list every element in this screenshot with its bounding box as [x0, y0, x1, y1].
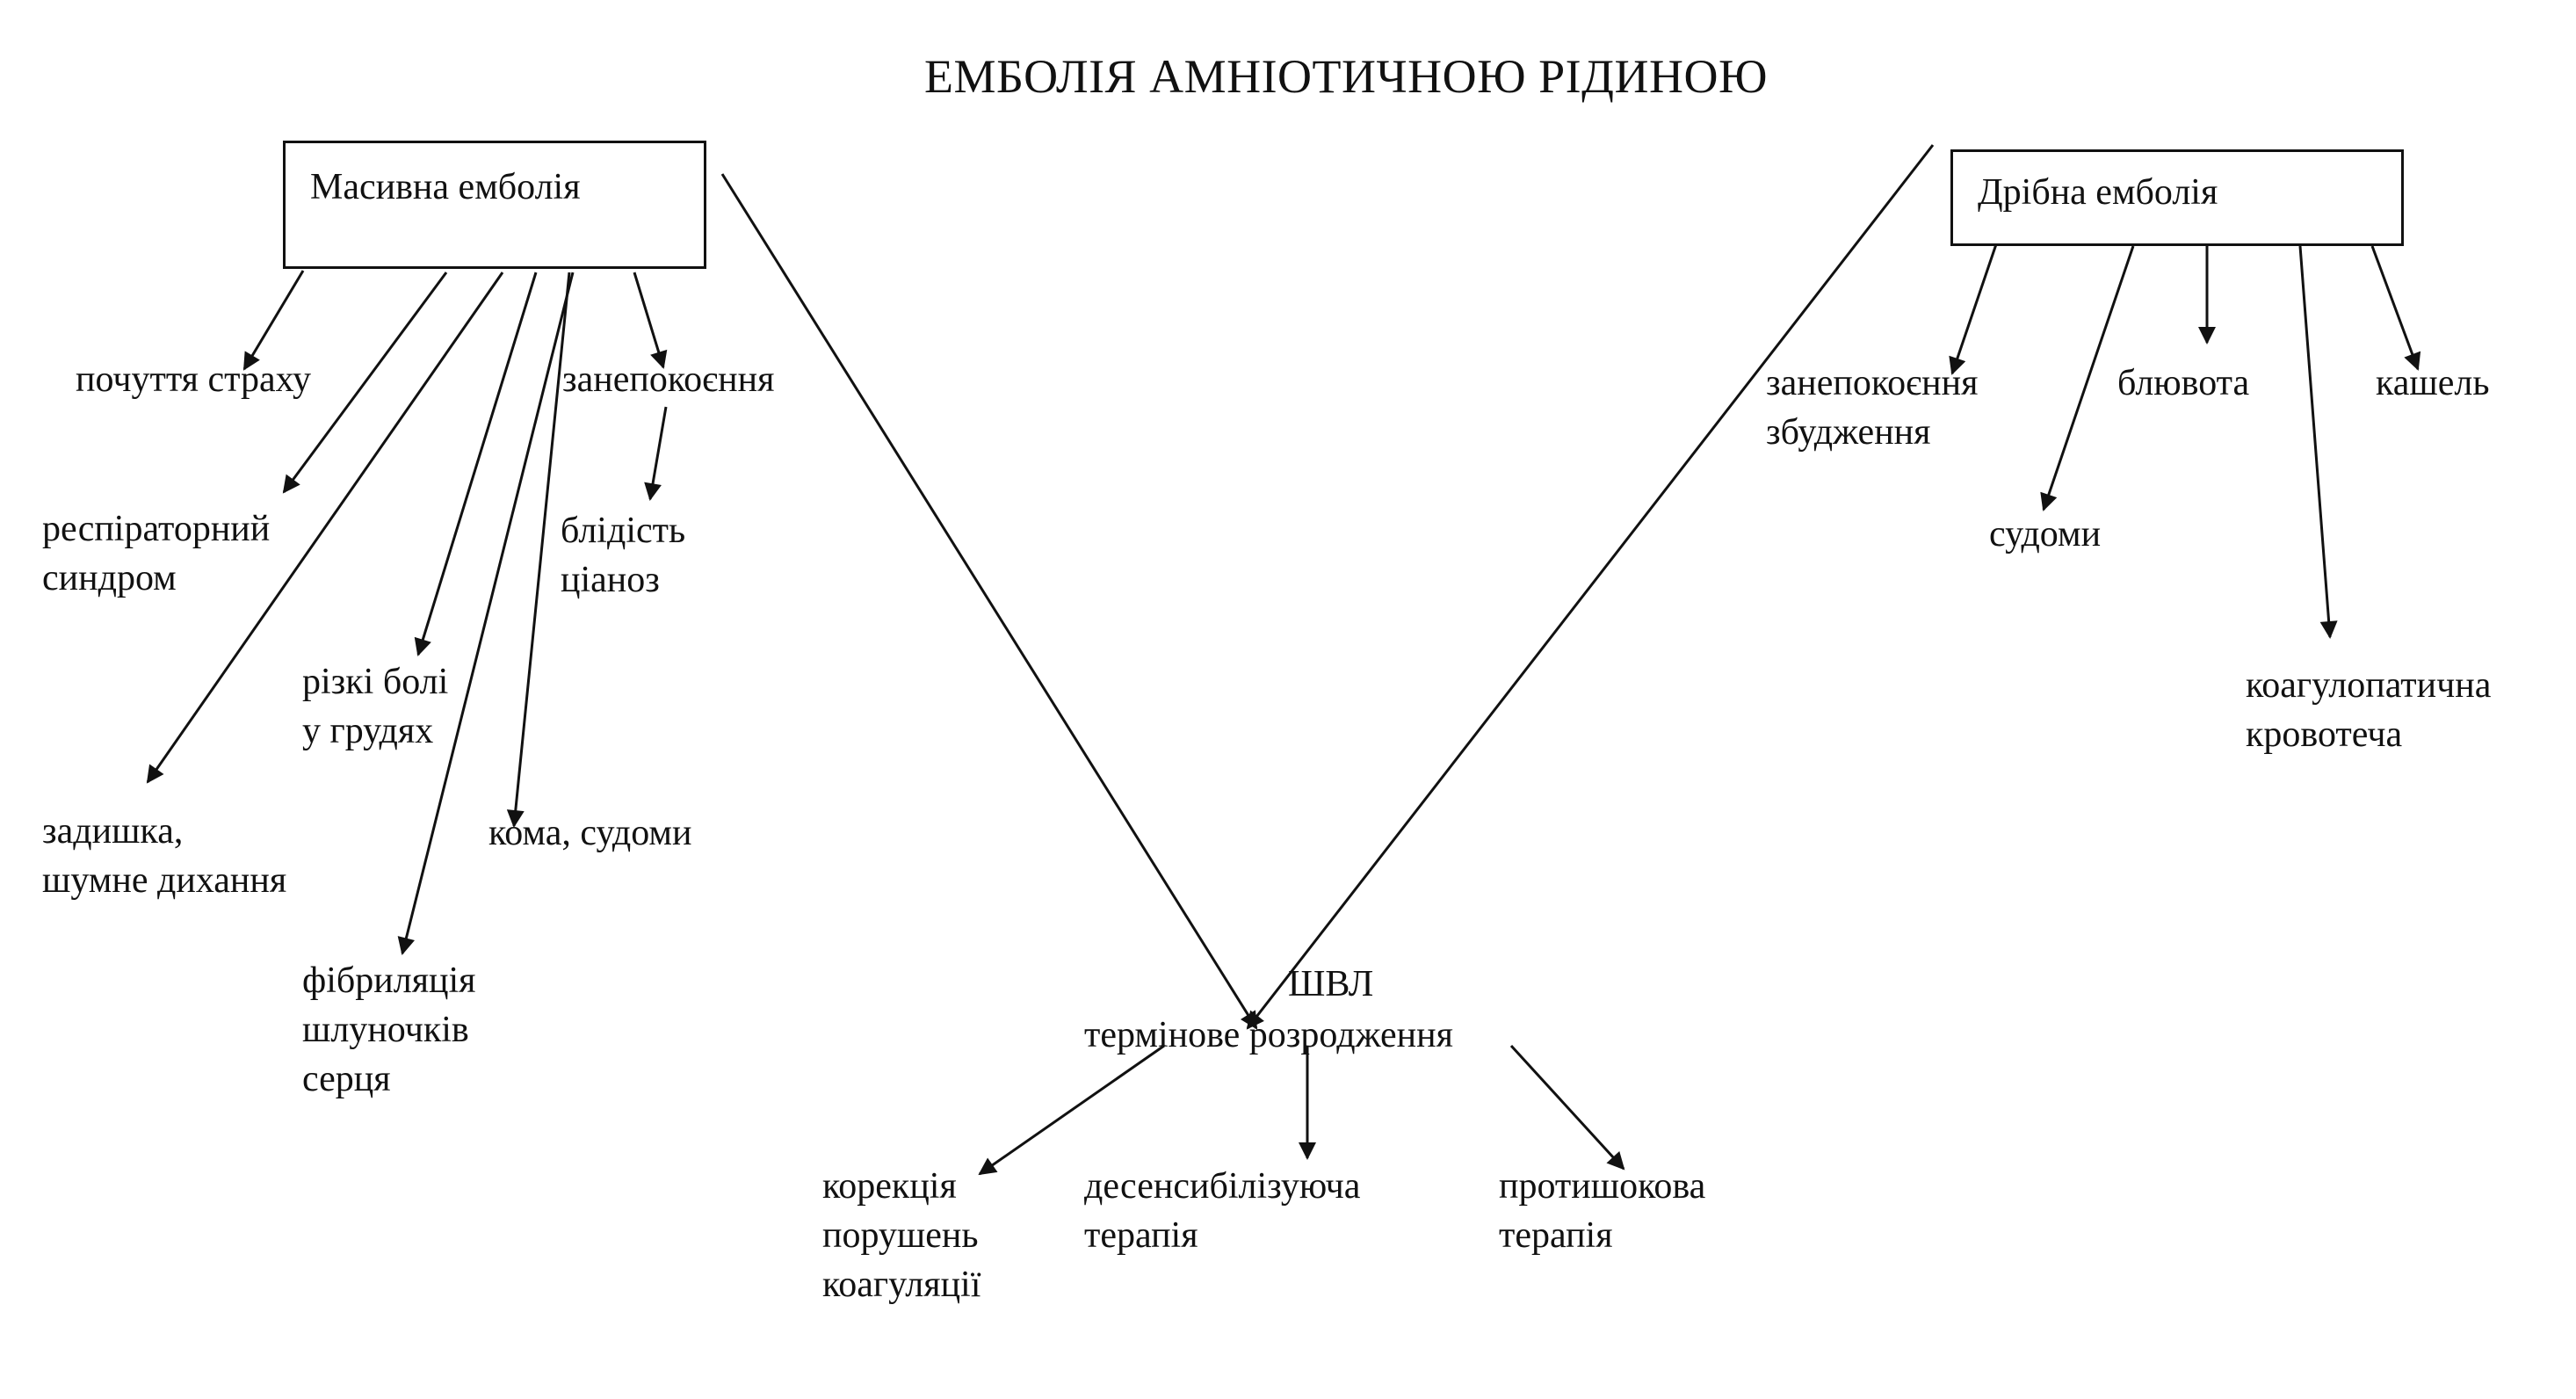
treatment-antishock-therapy: протишокова терапія [1499, 1162, 1705, 1260]
arrow-to-coagulation [978, 1044, 1165, 1176]
symptom-pallor-line-2: ціаноз [561, 560, 660, 600]
treatment-antishock-line-1: протишокова [1499, 1166, 1706, 1207]
minor-bleeding-line-2: кровотеча [2246, 714, 2403, 755]
diagram-title: ЕМБОЛІЯ АМНІОТИЧНОЮ РІДИНОЮ [924, 50, 1768, 103]
symptom-fibrillation-line-2: шлуночків [302, 1010, 469, 1050]
treatment-coagulation-line-1: корекція [822, 1166, 957, 1207]
treatment-coagulation-correction: корекція порушень коагуляції [822, 1162, 980, 1309]
minor-symptom-vomiting: блювота [2117, 363, 2250, 403]
symptom-anxiety: занепокоєння [562, 359, 775, 400]
treatment-antishock-line-2: терапія [1499, 1215, 1613, 1256]
arrow-to-anxiety [633, 272, 668, 369]
minor-symptom-seizures: судоми [1989, 514, 2102, 555]
symptom-pallor-line-1: блідість [561, 511, 686, 551]
treatment-coagulation-line-3: коагуляції [822, 1265, 981, 1305]
minor-bleeding-line-1: коагулопатична [2246, 665, 2492, 706]
arrow-to-minor-seizures [2040, 245, 2135, 511]
treatment-desensitizing-therapy: десенсибілізуюча терапія [1084, 1162, 1360, 1260]
arrow-to-chest-pain [414, 272, 538, 656]
arrow-to-respiratory [282, 272, 448, 494]
arrow-to-fibrillation [397, 272, 575, 955]
minor-symptom-anxiety: занепокоєння збудження [1766, 359, 1978, 457]
treatment-desensitizing-line-2: терапія [1084, 1215, 1198, 1256]
symptom-respiratory-syndrome: респіраторний синдром [42, 504, 270, 603]
symptom-respiratory-line-1: респіраторний [42, 509, 271, 549]
arrow-to-bleeding [2298, 245, 2338, 639]
arrow-to-dyspnea [146, 272, 504, 784]
symptom-respiratory-line-2: синдром [42, 558, 177, 598]
symptom-fibrillation-line-3: серця [302, 1059, 391, 1099]
arrow-to-coma [506, 272, 571, 828]
arrow-to-cough [2370, 245, 2421, 371]
arrow-to-antishock [1509, 1044, 1625, 1171]
massive-embolism-label: Масивна емболія [310, 167, 581, 207]
treatment-urgent-delivery: термінове розродження [1084, 1015, 1453, 1055]
symptom-chest-pain: різкі болі у грудях [302, 657, 448, 756]
symptom-fibrillation-line-1: фібриляція [302, 960, 476, 1001]
treatment-coagulation-line-2: порушень [822, 1215, 979, 1256]
symptom-chest-pain-line-1: різкі болі [302, 662, 449, 702]
symptom-dyspnea: задишка, шумне дихання [42, 807, 286, 905]
minor-anxiety-line-2: збудження [1766, 412, 1931, 453]
minor-symptom-cough: кашель [2376, 363, 2490, 403]
minor-embolism-label: Дрібна емболія [1978, 172, 2218, 213]
symptom-dyspnea-line-2: шумне дихання [42, 860, 287, 901]
arrow-massive-to-treatment [720, 173, 1258, 1030]
arrow-to-fear [242, 270, 305, 371]
symptom-pallor-cyanosis: блідість ціаноз [561, 506, 685, 605]
minor-embolism-box: Дрібна емболія [1950, 149, 2404, 246]
symptom-dyspnea-line-1: задишка, [42, 811, 184, 852]
symptom-coma-seizures: кома, судоми [488, 813, 692, 853]
symptom-ventricular-fibrillation: фібриляція шлуночків серця [302, 956, 475, 1104]
minor-symptom-bleeding: коагулопатична кровотеча [2246, 661, 2491, 759]
symptom-chest-pain-line-2: у грудях [302, 711, 434, 751]
massive-embolism-box: Масивна емболія [283, 141, 706, 269]
treatment-ventilation: ШВЛ [1288, 964, 1374, 1004]
arrow-anxiety-to-pallor [644, 406, 668, 501]
arrow-minor-to-treatment [1246, 144, 1935, 1030]
arrow-to-minor-anxiety [1949, 243, 1998, 375]
minor-anxiety-line-1: занепокоєння [1766, 363, 1979, 403]
symptom-fear: почуття страху [76, 359, 312, 400]
treatment-desensitizing-line-1: десенсибілізуюча [1084, 1166, 1361, 1207]
